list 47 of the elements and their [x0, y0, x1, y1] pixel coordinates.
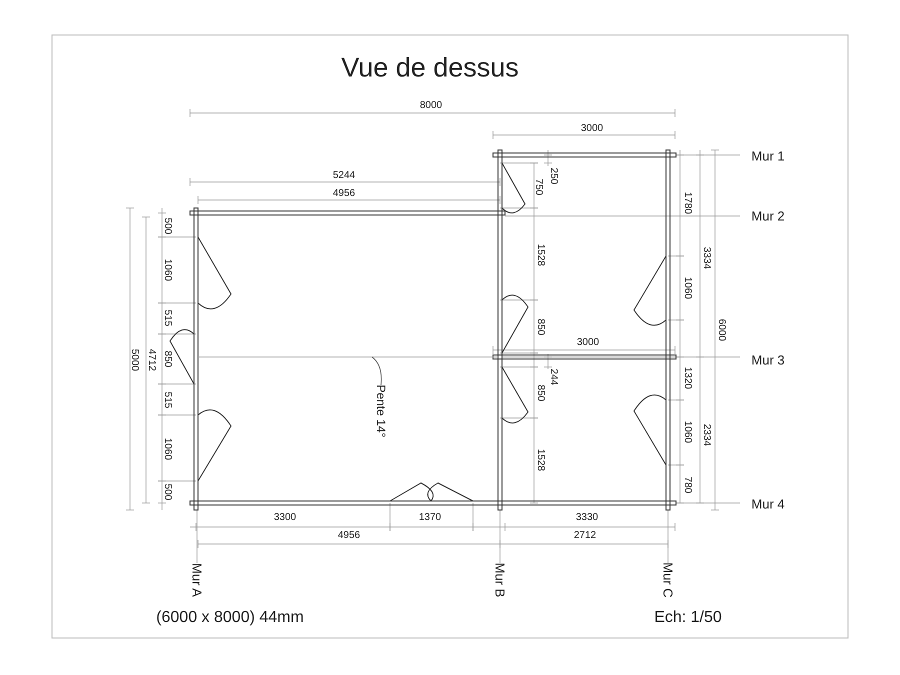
- dimension-text: 1370: [418, 513, 442, 523]
- dimension-text: 5000: [129, 348, 139, 372]
- dimension-text: 1060: [162, 438, 172, 460]
- dimension-text: 2334: [701, 424, 711, 446]
- dimension-text: 1060: [682, 276, 692, 300]
- dimension-text: 500: [162, 484, 172, 500]
- dimension-text: 850: [535, 384, 545, 402]
- dimension-text: 750: [533, 178, 543, 196]
- leader-line: [372, 356, 382, 386]
- wall-label: Mur 3: [751, 354, 785, 366]
- dimension-text: 515: [162, 392, 172, 408]
- dimension-text: 1060: [162, 258, 172, 282]
- wall-label: Mur B: [494, 562, 506, 598]
- dimension-text: 1780: [682, 192, 692, 214]
- wall-label: Mur 2: [751, 210, 785, 222]
- wall-label: Mur A: [190, 563, 204, 597]
- dimension-text: 500: [162, 218, 172, 234]
- dimension-text: 8000: [420, 101, 442, 111]
- dimension-text: 6000: [716, 318, 726, 342]
- dimension-text: 5244: [332, 171, 356, 181]
- dimension-text: 4956: [338, 531, 360, 541]
- slope-label: Pente 14°: [375, 384, 387, 438]
- note-text: Ech: 1/50: [654, 610, 722, 626]
- dimension-text: 4956: [332, 189, 356, 199]
- dimension-text: 3000: [580, 124, 604, 134]
- dimension-text: 1528: [535, 448, 545, 472]
- dimension-text: 3000: [576, 338, 600, 348]
- wall-label: Mur C: [662, 562, 674, 598]
- dimension-text: 4712: [146, 348, 156, 372]
- dimension-text: 1528: [535, 244, 545, 266]
- dimension-text: 3330: [576, 513, 598, 523]
- note-text: (6000 x 8000) 44mm: [156, 610, 304, 626]
- dimension-text: 244: [548, 368, 558, 386]
- dimension-text: 2712: [574, 531, 596, 541]
- dimension-text: 3300: [274, 513, 296, 523]
- dimension-text: 515: [162, 310, 172, 326]
- dimension-text: 850: [162, 350, 172, 368]
- dimension-text: 250: [548, 168, 558, 184]
- wall-label: Mur 1: [751, 150, 785, 162]
- dimension-text: 850: [535, 318, 545, 336]
- ridge-line: [198, 356, 498, 358]
- dimension-text: 780: [682, 476, 692, 494]
- drawing-title: Vue de dessus: [341, 54, 519, 82]
- wall-label: Mur 4: [751, 498, 785, 510]
- dimension-text: 1060: [682, 420, 692, 444]
- dimension-text: 3334: [701, 246, 711, 270]
- dimension-text: 1320: [682, 366, 692, 390]
